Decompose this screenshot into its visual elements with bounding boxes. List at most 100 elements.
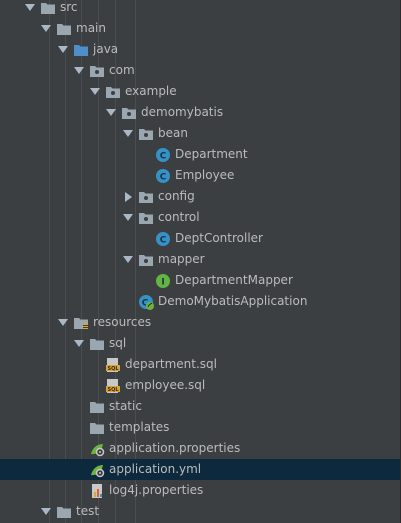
- spring-config-file-icon: [89, 441, 105, 457]
- tree-item-departmentmapper[interactable]: I DepartmentMapper: [0, 270, 400, 291]
- tree-item-demomybatisapplication[interactable]: C DemoMybatisApplication: [0, 291, 400, 312]
- indent-guide: [98, 0, 99, 523]
- tree-item-label: application.properties: [109, 441, 241, 455]
- tree-item-label: main: [76, 21, 106, 35]
- resources-folder-icon: [73, 315, 89, 331]
- package-icon: [138, 189, 154, 205]
- tree-item-label: resources: [93, 315, 152, 329]
- indent-guide: [81, 0, 82, 523]
- tree-item-label: department.sql: [125, 357, 218, 371]
- chevron-down-icon[interactable]: [122, 254, 134, 266]
- folder-icon: [56, 504, 72, 520]
- tree-item-label: test: [76, 504, 100, 518]
- tree-item-label: mapper: [158, 252, 205, 266]
- svg-text:I: I: [161, 277, 164, 287]
- spring-config-file-icon: [89, 462, 105, 478]
- tree-item-resources[interactable]: resources: [0, 312, 400, 333]
- indent-guide: [115, 0, 116, 523]
- folder-icon: [89, 420, 105, 436]
- folder-icon: [89, 336, 105, 352]
- svg-text:C: C: [142, 298, 149, 308]
- tree-item-label: DeptController: [175, 231, 263, 245]
- tree-item-label: demomybatis: [141, 105, 224, 119]
- tree-item-templates[interactable]: templates: [0, 417, 400, 438]
- package-icon: [138, 252, 154, 268]
- chevron-down-icon[interactable]: [122, 212, 134, 224]
- package-icon: [121, 105, 137, 121]
- tree-item-label: Employee: [175, 168, 235, 182]
- class-icon: C: [155, 147, 171, 163]
- tree-item-deptcontroller[interactable]: C DeptController: [0, 228, 400, 249]
- tree-item-department-sql[interactable]: SQL department.sql: [0, 354, 400, 375]
- tree-item-bean[interactable]: bean: [0, 123, 400, 144]
- chevron-right-icon[interactable]: [122, 191, 134, 203]
- folder-icon: [40, 0, 56, 16]
- chevron-down-icon[interactable]: [105, 107, 117, 119]
- indent-guide: [49, 0, 50, 523]
- package-icon: [105, 84, 121, 100]
- tree-item-label: src: [60, 0, 78, 14]
- chevron-down-icon[interactable]: [40, 23, 52, 35]
- spring-boot-class-icon: C: [138, 294, 154, 310]
- tree-item-label: static: [109, 399, 142, 413]
- tree-item-control[interactable]: control: [0, 207, 400, 228]
- tree-item-static[interactable]: static: [0, 396, 400, 417]
- tree-item-label: sql: [109, 336, 127, 350]
- folder-icon: [56, 21, 72, 37]
- tree-item-label: templates: [109, 420, 170, 434]
- chevron-down-icon[interactable]: [73, 65, 85, 77]
- source-folder-icon: [73, 42, 89, 58]
- svg-text:C: C: [160, 151, 167, 161]
- properties-file-icon: [89, 483, 105, 499]
- chevron-down-icon[interactable]: [57, 317, 69, 329]
- chevron-down-icon[interactable]: [57, 44, 69, 56]
- tree-item-department[interactable]: C Department: [0, 144, 400, 165]
- class-icon: C: [155, 231, 171, 247]
- svg-text:SQL: SQL: [107, 387, 119, 393]
- tree-item-com[interactable]: com: [0, 60, 400, 81]
- tree-item-label: log4j.properties: [109, 483, 204, 497]
- indent-guide: [135, 0, 136, 523]
- sql-file-icon: SQL: [105, 357, 121, 373]
- tree-item-application-yml[interactable]: application.yml: [0, 459, 400, 480]
- tree-item-java[interactable]: java: [0, 39, 400, 60]
- class-icon: C: [155, 168, 171, 184]
- chevron-down-icon[interactable]: [24, 2, 36, 14]
- sql-file-icon: SQL: [105, 378, 121, 394]
- tree-item-application-properties[interactable]: application.properties: [0, 438, 400, 459]
- tree-item-demomybatis[interactable]: demomybatis: [0, 102, 400, 123]
- tree-item-label: com: [109, 63, 135, 77]
- tree-item-src[interactable]: src: [0, 0, 400, 18]
- tree-item-label: config: [158, 189, 195, 203]
- tree-item-label: bean: [158, 126, 188, 140]
- package-icon: [138, 126, 154, 142]
- chevron-down-icon[interactable]: [122, 128, 134, 140]
- tree-item-label: DemoMybatisApplication: [158, 294, 308, 308]
- tree-item-label: DepartmentMapper: [175, 273, 293, 287]
- tree-item-log4j-properties[interactable]: log4j.properties: [0, 480, 400, 501]
- tree-item-config[interactable]: config: [0, 186, 400, 207]
- chevron-down-icon[interactable]: [89, 86, 101, 98]
- tree-item-label: example: [125, 84, 177, 98]
- svg-text:C: C: [160, 172, 167, 182]
- chevron-down-icon[interactable]: [73, 338, 85, 350]
- tree-item-label: java: [93, 42, 119, 56]
- tree-item-label: employee.sql: [125, 378, 206, 392]
- tree-item-employee[interactable]: C Employee: [0, 165, 400, 186]
- chevron-down-icon[interactable]: [40, 506, 52, 518]
- package-icon: [138, 210, 154, 226]
- tree-item-label: Department: [175, 147, 248, 161]
- package-icon: [89, 63, 105, 79]
- tree-item-main[interactable]: main: [0, 18, 400, 39]
- tree-item-label: control: [158, 210, 200, 224]
- tree-item-test[interactable]: test: [0, 501, 400, 522]
- svg-text:SQL: SQL: [107, 366, 119, 372]
- tree-item-employee-sql[interactable]: SQL employee.sql: [0, 375, 400, 396]
- folder-icon: [89, 399, 105, 415]
- tree-item-mapper[interactable]: mapper: [0, 249, 400, 270]
- tree-item-sql[interactable]: sql: [0, 333, 400, 354]
- tree-item-example[interactable]: example: [0, 81, 400, 102]
- svg-text:C: C: [160, 235, 167, 245]
- tree-item-label: application.yml: [109, 462, 202, 476]
